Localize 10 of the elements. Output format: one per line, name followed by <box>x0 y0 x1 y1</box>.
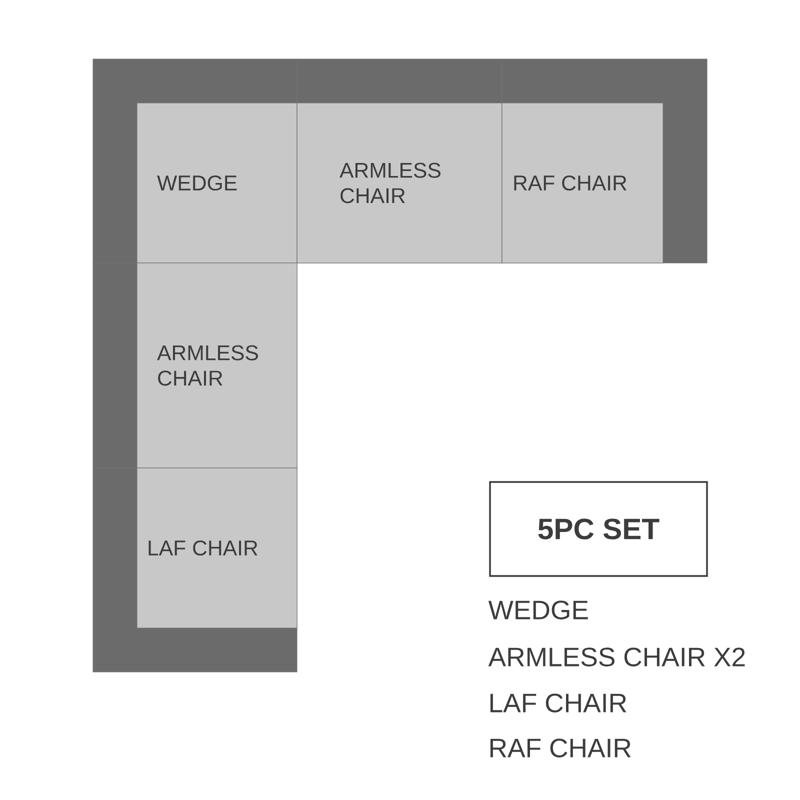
sofa-module: ARMLESS CHAIR <box>92 262 298 468</box>
sofa-module: LAF CHAIR <box>92 468 298 672</box>
sofa-module: WEDGE <box>92 58 298 264</box>
item-label: RAF CHAIR <box>490 738 631 758</box>
item-label: LAF CHAIR <box>490 694 626 712</box>
sofa-module: RAF CHAIR <box>502 58 708 264</box>
title-box: 5PC SET <box>489 481 708 577</box>
item-label: ARMLESS CHAIR X2 <box>488 648 745 666</box>
sofa-module: ARMLESS CHAIR <box>296 58 502 264</box>
item-label: WEDGE <box>488 600 588 620</box>
